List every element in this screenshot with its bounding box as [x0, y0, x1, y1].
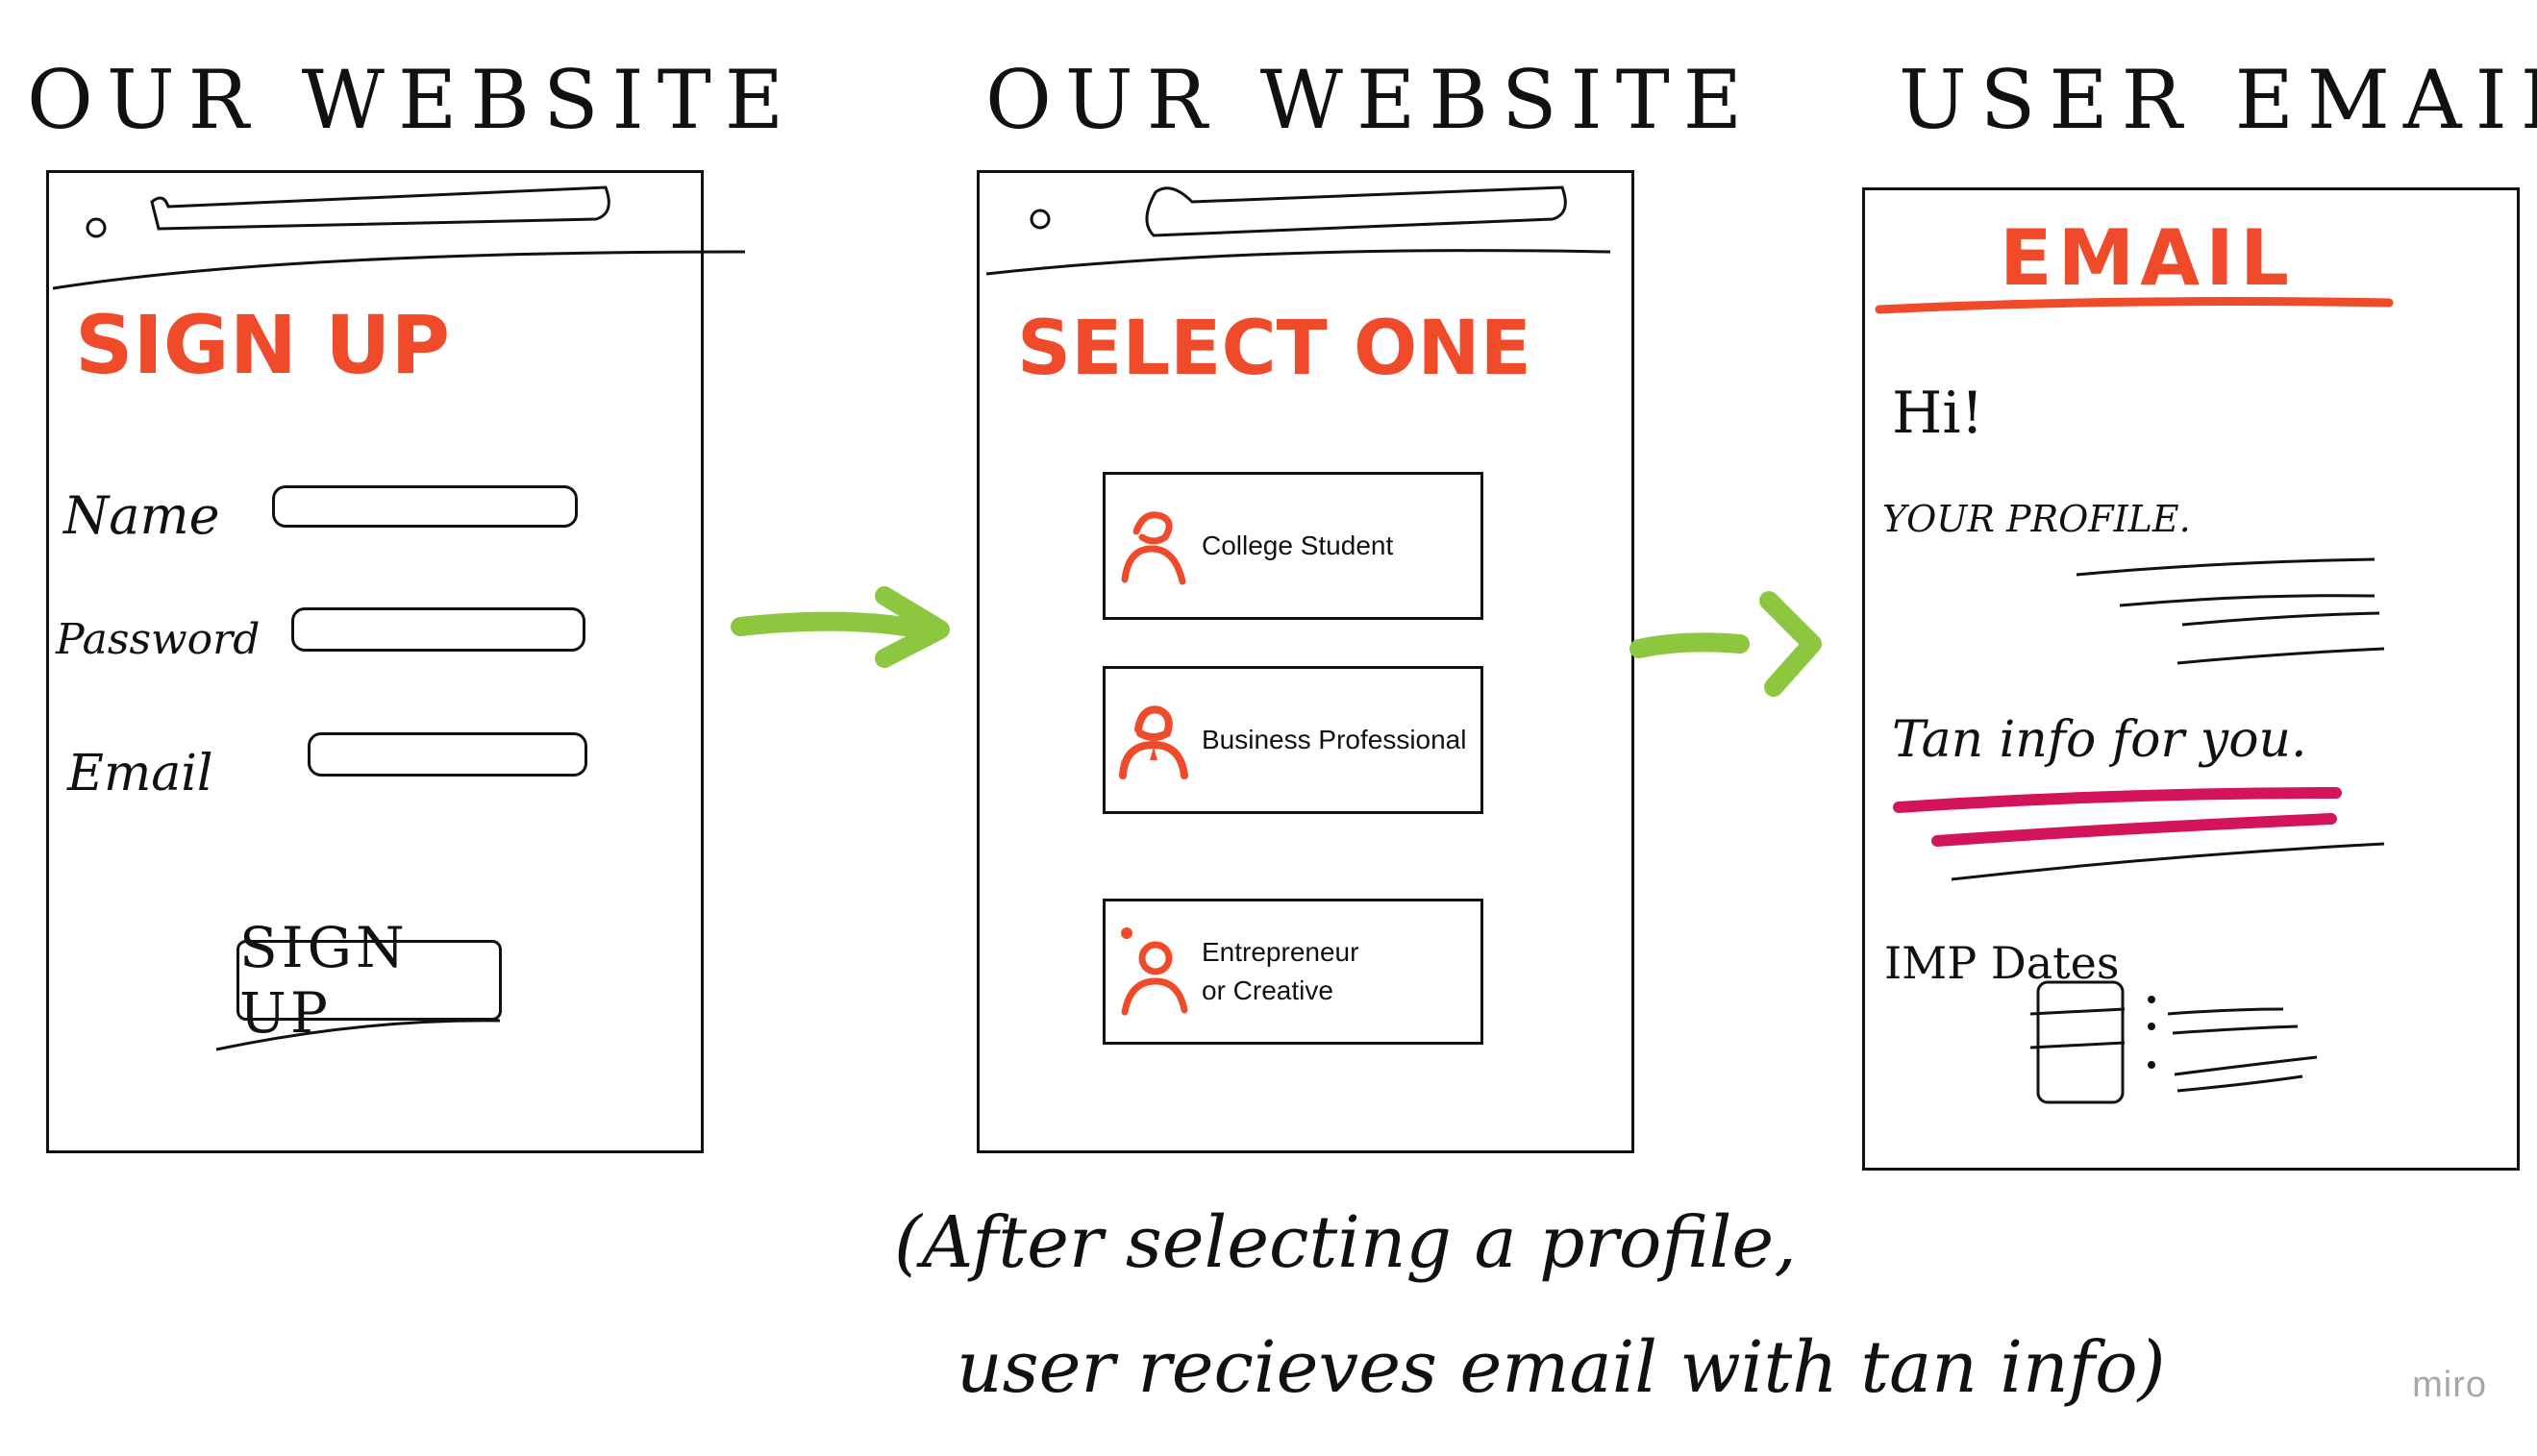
email-input[interactable]: [308, 732, 587, 777]
signup-frame: [46, 170, 704, 1153]
caption-line-2: user recieves email with tan info): [957, 1326, 2166, 1409]
option-label: Business Professional: [1202, 725, 1467, 754]
email-label: Email: [67, 745, 213, 802]
email-frame: [1862, 187, 2520, 1171]
option-college-student[interactable]: College Student: [1103, 472, 1483, 620]
option-label: College Student: [1202, 531, 1394, 560]
option-entrepreneur-creative[interactable]: Entrepreneur or Creative: [1103, 899, 1483, 1045]
password-label: Password: [56, 615, 261, 664]
column-title-website-2: OUR WEBSITE: [985, 53, 1756, 147]
select-heading: SELECT ONE: [1017, 306, 1531, 392]
name-input[interactable]: [272, 485, 578, 528]
student-icon: [1106, 475, 1202, 617]
option-business-professional[interactable]: Business Professional: [1103, 666, 1483, 814]
option-label: Entrepreneur or Creative: [1202, 937, 1359, 1005]
miro-watermark: miro: [2412, 1365, 2487, 1405]
creative-icon: [1106, 901, 1202, 1042]
signup-button[interactable]: SIGN UP: [236, 915, 502, 1046]
email-profile-line: YOUR PROFILE.: [1882, 498, 2191, 540]
column-title-user-email: USER EMAIL: [1899, 53, 2537, 147]
column-title-website-1: OUR WEBSITE: [27, 53, 798, 147]
email-info-line: Tan info for you.: [1892, 711, 2307, 769]
password-input[interactable]: [291, 607, 585, 652]
signup-heading: SIGN UP: [75, 298, 451, 392]
name-label: Name: [63, 485, 220, 546]
caption-line-1: (After selecting a profile,: [894, 1201, 1797, 1284]
professional-icon: [1106, 669, 1202, 811]
email-dates-label: IMP Dates: [1884, 937, 2120, 989]
email-heading: EMAIL: [2000, 213, 2295, 303]
signup-button-label: SIGN UP: [239, 915, 409, 1046]
email-greeting: Hi!: [1892, 380, 1984, 447]
